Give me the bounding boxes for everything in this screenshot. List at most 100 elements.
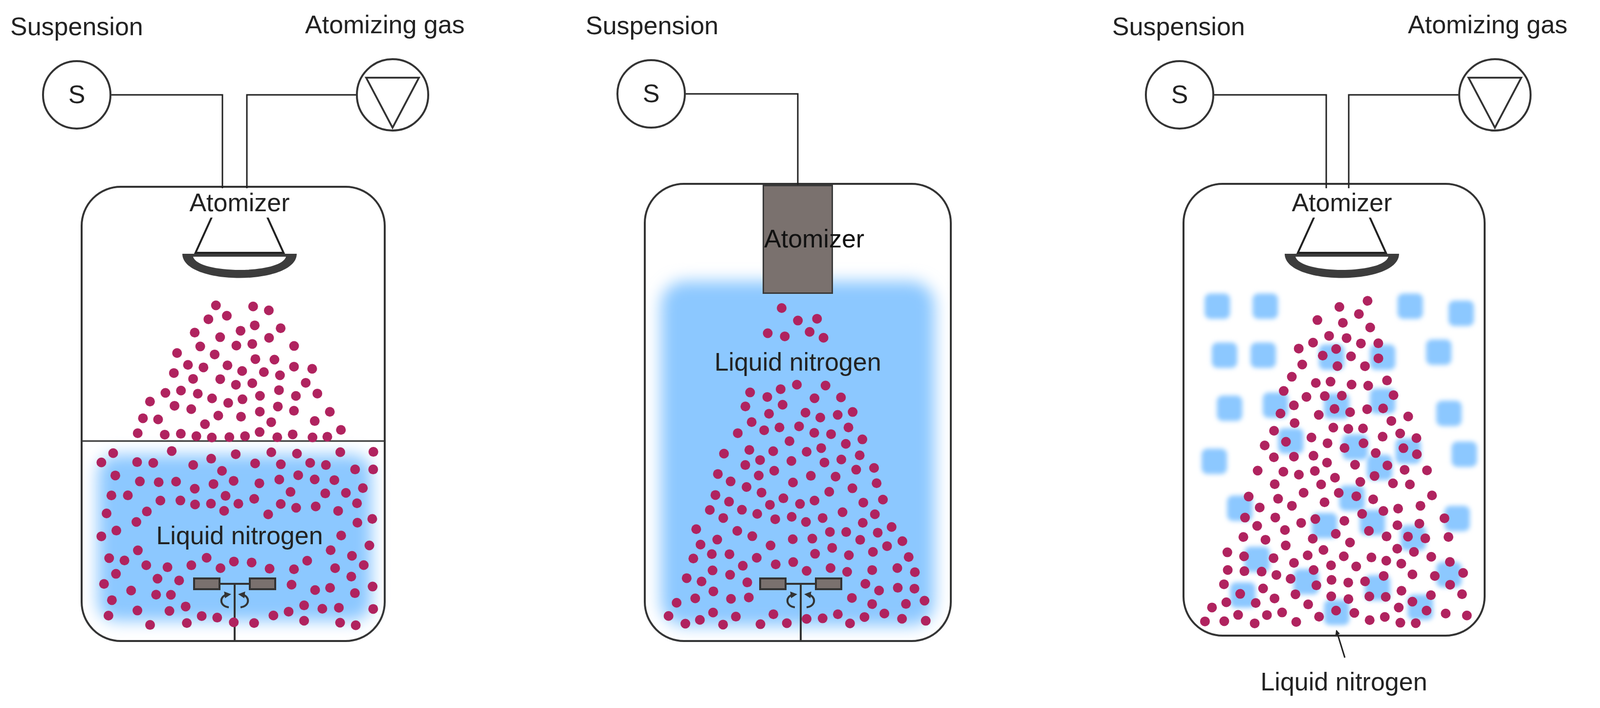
suspension-droplet	[96, 457, 107, 468]
supply-heading: Suspension	[585, 11, 719, 41]
suspension-droplet	[688, 553, 699, 564]
suspension-droplet	[810, 548, 820, 559]
suspension-droplet	[325, 582, 335, 593]
suspension-droplet	[201, 552, 212, 563]
suspension-droplet	[1421, 605, 1432, 616]
nitrogen-droplet	[1211, 342, 1238, 368]
pump-symbol	[1460, 60, 1530, 130]
suspension-droplet	[197, 611, 207, 621]
suspension-droplet	[746, 416, 757, 427]
supply-heading: Atomizing gas	[1407, 10, 1568, 40]
suspension-droplet	[770, 514, 781, 525]
suspension-droplet	[228, 617, 239, 628]
suspension-droplet	[1311, 580, 1322, 591]
suspension-droplet	[718, 619, 728, 630]
suspension-droplet	[1238, 531, 1249, 542]
suspension-droplet	[742, 577, 753, 588]
supply-symbol-letter: S	[642, 79, 660, 109]
vessel	[81, 186, 385, 641]
suspension-droplet	[1243, 491, 1254, 502]
suspension-droplet	[877, 494, 888, 505]
suspension-droplet	[1280, 525, 1291, 535]
suspension-droplet	[867, 598, 877, 609]
suspension-droplet	[272, 401, 283, 412]
suspension-droplet	[1289, 417, 1300, 428]
suspension-droplet	[155, 495, 166, 506]
suspension-droplet	[732, 526, 743, 536]
suspension-droplet	[817, 613, 828, 624]
suspension-droplet	[1316, 479, 1327, 490]
suspension-droplet	[1369, 470, 1380, 481]
suspension-droplet	[844, 550, 855, 561]
suspension-droplet	[288, 361, 299, 372]
suspension-droplet	[269, 354, 280, 365]
suspension-droplet	[1407, 596, 1418, 607]
suspension-droplet	[820, 380, 831, 391]
nitrogen-droplet	[1369, 344, 1396, 371]
suspension-droplet	[1308, 450, 1319, 461]
suspension-droplet	[1308, 565, 1319, 575]
suspension-droplet	[276, 459, 286, 470]
suspension-droplet	[1388, 390, 1399, 400]
suspension-droplet	[871, 478, 882, 488]
suspension-droplet	[847, 592, 857, 603]
suspension-droplet	[1223, 565, 1233, 575]
suspension-droplet	[1414, 518, 1425, 529]
nitrogen-droplet	[1278, 428, 1304, 454]
suspension-droplet	[860, 578, 871, 589]
suspension-droplet	[351, 498, 362, 508]
suspension-droplet	[747, 531, 758, 542]
nitrogen-droplet	[1204, 293, 1230, 319]
suspension-droplet	[367, 513, 378, 524]
vessel	[1183, 183, 1485, 636]
atomizer-label: Atomizer	[764, 224, 832, 254]
suspension-droplet	[1325, 376, 1336, 387]
suspension-droplet	[1346, 351, 1357, 362]
suspension-droplet	[1221, 597, 1232, 608]
suspension-droplet	[1319, 391, 1330, 401]
suspension-droplet	[119, 555, 130, 566]
suspension-droplet	[800, 407, 811, 418]
nitrogen-droplet	[1397, 293, 1424, 319]
suspension-droplet	[132, 545, 143, 556]
suspension-droplet	[1398, 443, 1409, 454]
suspension-droplet	[215, 332, 225, 343]
suspension-droplet	[189, 327, 200, 338]
suspension-droplet	[830, 471, 841, 482]
suspension-droplet	[248, 301, 259, 312]
suspension-droplet	[1365, 322, 1376, 333]
suspension-droplet	[1362, 295, 1373, 306]
suspension-droplet	[1235, 589, 1246, 599]
suspension-droplet	[1331, 605, 1341, 616]
liquid-surface	[82, 440, 384, 442]
suspension-droplet	[151, 589, 161, 600]
suspension-droplet	[1269, 593, 1280, 604]
suspension-droplet	[1271, 569, 1282, 580]
suspension-droplet	[1337, 317, 1348, 328]
suspension-droplet	[892, 563, 903, 573]
suspension-droplet	[307, 363, 318, 374]
suspension-droplet	[1395, 428, 1405, 439]
suspension-droplet	[784, 436, 795, 446]
suspension-droplet	[299, 600, 309, 611]
suspension-droplet	[254, 427, 265, 438]
suspension-droplet	[1314, 611, 1324, 622]
suspension-droplet	[1298, 487, 1309, 498]
suspension-droplet	[900, 598, 911, 609]
suspension-droplet	[1278, 386, 1289, 396]
suspension-droplet	[1339, 442, 1350, 453]
suspension-droplet	[1239, 566, 1250, 576]
suspension-droplet	[237, 366, 247, 376]
suspension-droplet	[851, 464, 861, 475]
suspension-droplet	[1260, 534, 1271, 545]
nitrogen-label: Liquid nitrogen	[155, 521, 323, 551]
nitrogen-droplet	[1323, 599, 1350, 625]
suspension-droplet	[164, 606, 175, 616]
suspension-droplet	[1345, 537, 1356, 548]
suspension-droplet	[1285, 573, 1296, 584]
suspension-droplet	[725, 593, 736, 604]
suspension-droplet	[1420, 533, 1431, 544]
suspension-droplet	[815, 412, 826, 423]
suspension-droplet	[671, 597, 682, 608]
nitrogen-droplet	[1339, 485, 1365, 511]
